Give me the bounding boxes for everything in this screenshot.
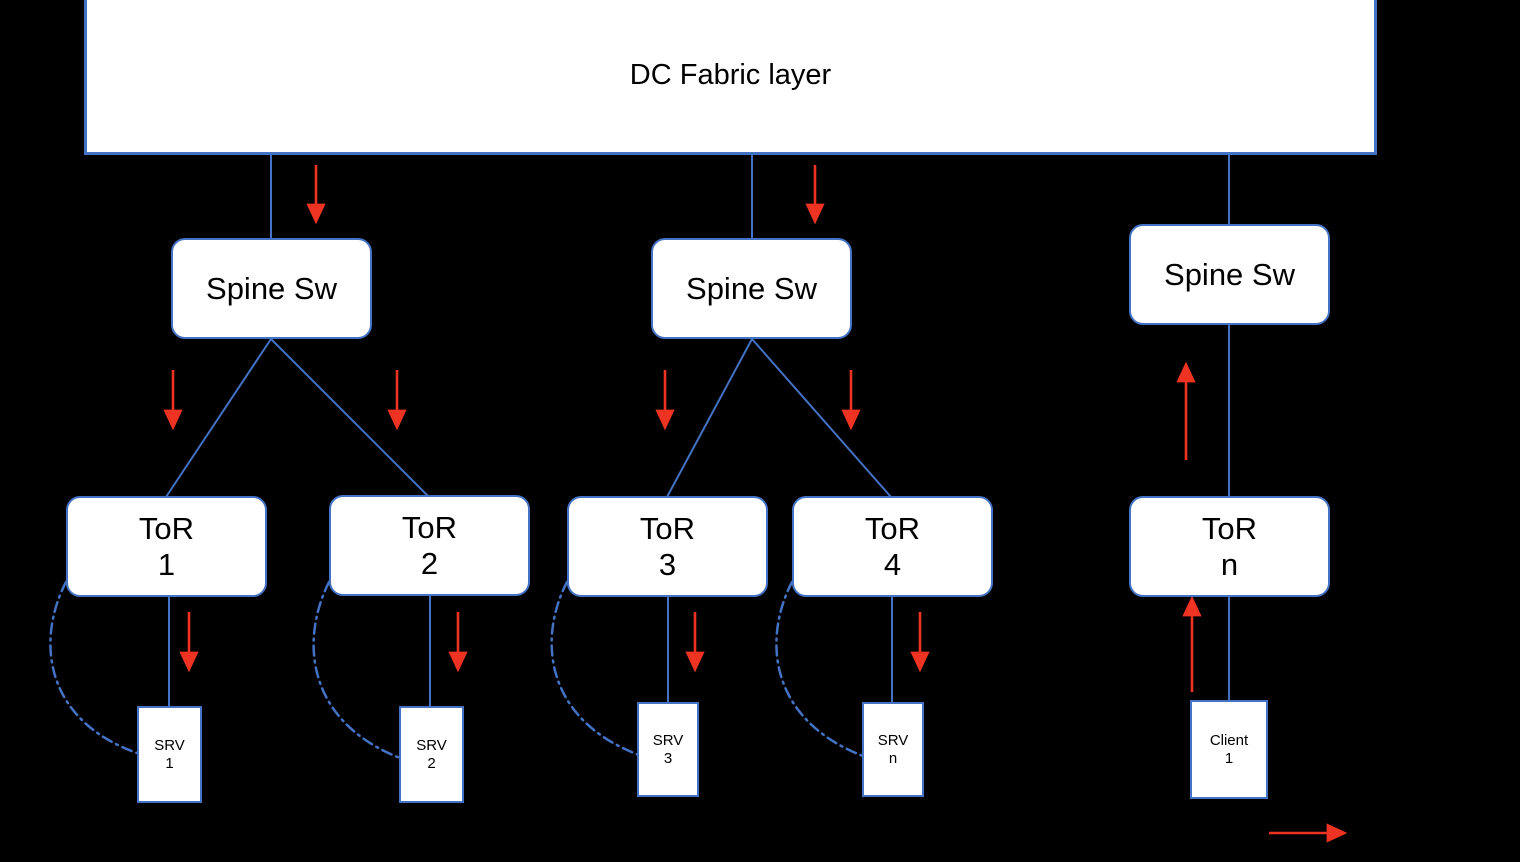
tor-to-server-links (168, 595, 1230, 707)
spine-switch-2-label: Spine Sw (686, 270, 817, 306)
spine-switch-1-box[interactable]: Spine Sw (171, 238, 372, 339)
tor-n-index: n (1220, 546, 1239, 582)
server-2-label: SRV (416, 737, 447, 755)
downstream-arrows-tor (179, 612, 930, 673)
tor-1-box[interactable]: ToR 1 (66, 496, 267, 597)
server-n-box[interactable]: SRV n (862, 702, 924, 797)
server-2-box[interactable]: SRV 2 (399, 706, 464, 803)
tor-4-label: ToR (864, 510, 921, 546)
downstream-arrows-fabric (306, 165, 825, 225)
dc-fabric-layer-box[interactable]: DC Fabric layer (84, 0, 1377, 155)
tor-1-label: ToR (138, 510, 195, 546)
tor-3-box[interactable]: ToR 3 (567, 496, 768, 597)
server-3-index: 3 (663, 749, 673, 767)
client-1-label: Client (1209, 732, 1249, 750)
tor-3-label: ToR (639, 510, 696, 546)
tor-4-box[interactable]: ToR 4 (792, 496, 993, 597)
downstream-arrows-spine (163, 370, 861, 431)
server-2-index: 2 (427, 754, 436, 772)
fabric-to-spine-links (270, 155, 1230, 239)
spine-switch-1-label: Spine Sw (206, 270, 337, 306)
server-n-index: n (888, 749, 898, 767)
tor-3-index: 3 (658, 546, 677, 582)
tor-n-label: ToR (1201, 510, 1258, 546)
spine-switch-3-label: Spine Sw (1164, 256, 1295, 292)
server-n-label: SRV (877, 732, 909, 750)
tor-1-index: 1 (157, 546, 176, 582)
tor-n-box[interactable]: ToR n (1129, 496, 1330, 597)
server-3-label: SRV (652, 732, 684, 750)
spine-to-tor-links (165, 325, 1230, 498)
client-1-index: 1 (1224, 749, 1234, 767)
server-1-box[interactable]: SRV 1 (137, 706, 202, 803)
server-1-label: SRV (154, 737, 185, 755)
tor-2-label: ToR (401, 509, 458, 545)
tor-2-index: 2 (420, 545, 439, 581)
tor-4-index: 4 (883, 546, 902, 582)
client-1-box[interactable]: Client 1 (1190, 700, 1268, 799)
server-1-index: 1 (165, 754, 174, 772)
server-3-box[interactable]: SRV 3 (637, 702, 699, 797)
spine-switch-2-box[interactable]: Spine Sw (651, 238, 852, 339)
tor-2-box[interactable]: ToR 2 (329, 495, 530, 596)
dc-fabric-layer-label: DC Fabric layer (629, 58, 832, 91)
spine-switch-3-box[interactable]: Spine Sw (1129, 224, 1330, 325)
